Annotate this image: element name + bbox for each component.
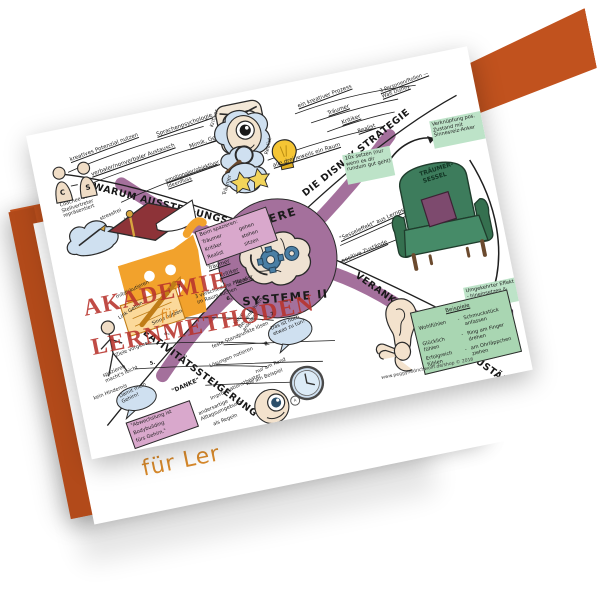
kr-num-6: 6.	[225, 295, 233, 303]
speech-bubble-icon	[116, 385, 157, 421]
kr-num-3: 3.	[176, 282, 183, 290]
two-people-icon	[52, 161, 98, 204]
magnifier-face-icon	[214, 110, 271, 195]
example-0-state: Wohlfühlen	[418, 319, 447, 333]
example-1-dash: -	[460, 331, 465, 339]
armchair-icon	[391, 161, 494, 271]
smiley-mascot-icon	[117, 217, 207, 337]
speech-bubble-2-icon	[268, 317, 313, 355]
poster-canvas: INNERE SYSTEME II	[26, 46, 533, 459]
example-2-dash: -	[464, 346, 468, 353]
clock-icon	[289, 365, 325, 401]
walking-stick-figure-icon	[100, 320, 128, 377]
lightbulb-icon	[271, 139, 297, 171]
eye-icon	[254, 388, 290, 424]
example-0-dash: -	[457, 316, 461, 323]
thought-cloud-icon	[66, 220, 119, 257]
examples-title: Beispiele	[444, 302, 471, 315]
kr-num-5: 5.	[149, 359, 156, 367]
mindmap-poster[interactable]: INNERE SYSTEME II	[26, 46, 533, 460]
kr-num-4: 4.	[163, 330, 171, 338]
graduation-cap-icon	[107, 199, 197, 241]
